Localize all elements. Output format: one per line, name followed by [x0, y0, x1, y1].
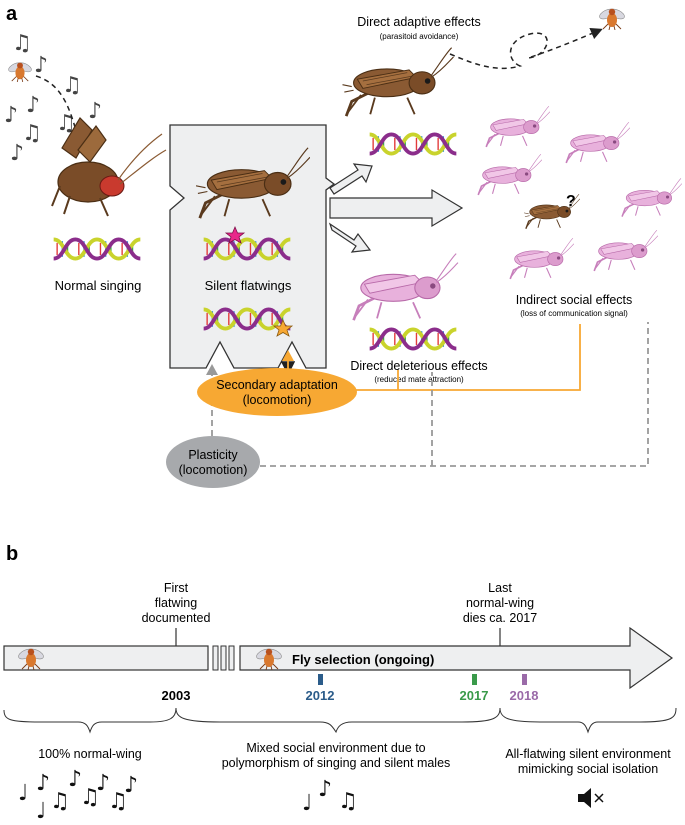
- svg-text:♫: ♫: [108, 789, 128, 814]
- question-mark: ?: [566, 193, 576, 210]
- all-flat-line2: mimicking social isolation: [518, 762, 658, 776]
- svg-text:♪: ♪: [124, 773, 138, 798]
- last-line3: dies ca. 2017: [463, 611, 537, 625]
- muted-speaker-icon: [578, 788, 604, 808]
- mixed-line2: polymorphism of singing and silent males: [222, 756, 451, 770]
- svg-text:♪: ♪: [26, 93, 40, 118]
- svg-text:♫: ♫: [80, 785, 100, 810]
- arrow-deleterious: [328, 222, 372, 253]
- svg-text:♫: ♫: [22, 121, 42, 146]
- normal-singing-label: Normal singing: [55, 278, 142, 293]
- svg-text:♪: ♪: [96, 771, 110, 796]
- marker-2012: [318, 674, 323, 685]
- svg-text:♪: ♪: [10, 141, 24, 166]
- secondary-adaptation-ellipse: [197, 368, 357, 416]
- arrow-adaptive: [329, 163, 373, 195]
- svg-text:♪: ♪: [318, 777, 332, 802]
- secondary-star-icon: [272, 318, 294, 337]
- grey-arrowhead-icon: [206, 364, 218, 375]
- svg-text:♫: ♫: [12, 31, 32, 56]
- plasticity-ellipse: [166, 436, 260, 488]
- fly-approach-path: [35, 75, 82, 141]
- silent-flatwings-box: [169, 124, 336, 369]
- indirect-social-sub: (loss of communication signal): [520, 309, 628, 318]
- panel-b-label: b: [6, 543, 18, 565]
- plasticity-line1: Plasticity: [188, 448, 238, 462]
- fly-selection-label: Fly selection (ongoing): [292, 652, 434, 667]
- marker-2018: [522, 674, 527, 685]
- normal-wing-label: 100% normal-wing: [38, 747, 142, 761]
- timeline-break: [212, 645, 235, 671]
- marker-2017: [472, 674, 477, 685]
- normal-singing-cricket-icon: [51, 117, 167, 217]
- svg-text:♪: ♪: [34, 53, 48, 78]
- direct-adaptive-sub: (parasitoid avoidance): [380, 32, 459, 41]
- year-2003: 2003: [162, 688, 191, 703]
- svg-text:♩: ♩: [18, 781, 28, 806]
- direct-deleterious-sub: (reduced mate attraction): [374, 375, 464, 384]
- direct-adaptive-title: Direct adaptive effects: [357, 15, 480, 29]
- all-flat-line1: All-flatwing silent environment: [505, 747, 671, 761]
- sparse-music-notes-icon: ♩ ♪ ♫: [302, 777, 358, 816]
- svg-text:♩: ♩: [36, 799, 46, 824]
- first-line2: flatwing: [155, 596, 197, 610]
- mutation-star-icon: [224, 225, 246, 244]
- silent-flatwings-label: Silent flatwings: [205, 278, 292, 293]
- dna-deleterious-icon: [370, 329, 457, 348]
- secondary-line2: (locomotion): [243, 393, 312, 407]
- svg-text:♫: ♫: [50, 789, 70, 814]
- pink-cricket-group: [477, 105, 682, 280]
- period-braces: [3, 707, 677, 734]
- svg-text:♪: ♪: [88, 99, 102, 124]
- secondary-line1: Secondary adaptation: [216, 378, 338, 392]
- parasitoid-fly-icon: [6, 60, 34, 82]
- timeline-arrow: [239, 626, 674, 690]
- svg-text:♪: ♪: [36, 771, 50, 796]
- year-2018: 2018: [510, 688, 539, 703]
- adaptive-cricket-icon: [341, 46, 455, 118]
- svg-text:♪: ♪: [4, 103, 18, 128]
- first-line1: First: [164, 581, 189, 595]
- first-line3: documented: [142, 611, 211, 625]
- music-notes-icon: ♫ ♪ ♫ ♪ ♪ ♪ ♫ ♫ ♪: [4, 31, 102, 166]
- last-line2: normal-wing: [466, 596, 534, 610]
- svg-text:♩: ♩: [302, 791, 312, 816]
- panel-a-label: a: [6, 3, 18, 25]
- indirect-social-title: Indirect social effects: [516, 293, 633, 307]
- orange-arrowhead-icon: [282, 350, 294, 361]
- mixed-line1: Mixed social environment due to: [246, 741, 425, 755]
- dna-normal-icon: [54, 239, 141, 258]
- arrow-indirect: [329, 188, 464, 228]
- escaping-fly-icon: [597, 6, 627, 30]
- svg-text:♫: ♫: [338, 789, 358, 814]
- svg-text:♪: ♪: [68, 767, 82, 792]
- last-line1: Last: [488, 581, 512, 595]
- dense-music-notes-icon: ♩ ♪ ♫ ♪ ♫ ♪ ♫ ♪ ♩: [18, 767, 138, 824]
- direct-deleterious-title: Direct deleterious effects: [350, 359, 487, 373]
- year-2012: 2012: [306, 688, 335, 703]
- dna-adaptive-icon: [370, 134, 457, 153]
- deleterious-cricket-icon: [352, 252, 460, 322]
- year-2017: 2017: [460, 688, 489, 703]
- plasticity-line2: (locomotion): [179, 463, 248, 477]
- fly-escape-path: [449, 28, 603, 70]
- svg-text:♫: ♫: [62, 73, 82, 98]
